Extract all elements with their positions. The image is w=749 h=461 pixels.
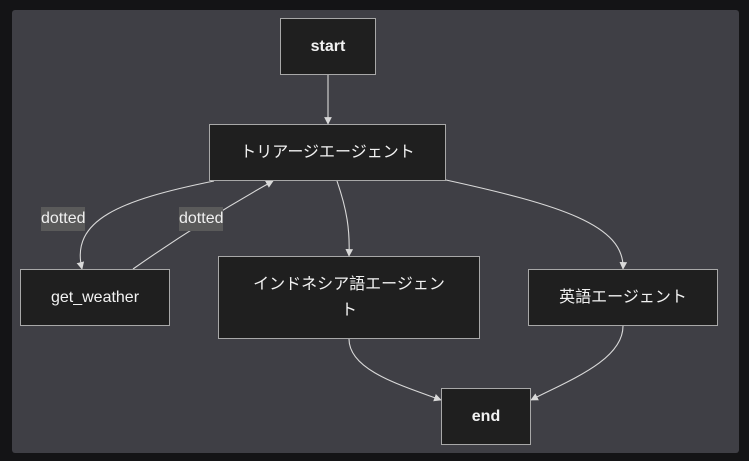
node-get-weather-label: get_weather xyxy=(50,288,140,306)
node-start-label: start xyxy=(310,37,346,55)
node-english-agent-label: 英語エージェント xyxy=(559,288,687,306)
node-triage-agent[interactable]: トリアージエージェント xyxy=(209,124,446,181)
node-indonesian-agent-label: インドネシア語エージェント xyxy=(253,275,445,319)
edge-triage-to-indonesian xyxy=(336,180,354,257)
node-end[interactable]: end xyxy=(441,388,531,445)
edge-indonesian-to-end xyxy=(348,338,442,402)
node-indonesian-agent[interactable]: インドネシア語エージェント xyxy=(218,256,480,339)
edge-english-to-end xyxy=(530,325,624,401)
edge-triage-to-weather xyxy=(76,180,215,270)
node-get-weather[interactable]: get_weather xyxy=(20,269,170,326)
edge-label-weather-to-triage: dotted xyxy=(179,207,224,231)
node-english-agent[interactable]: 英語エージェント xyxy=(528,269,718,326)
node-start[interactable]: start xyxy=(280,18,376,75)
edge-label-triage-to-weather: dotted xyxy=(41,207,86,231)
node-triage-agent-label: トリアージエージェント xyxy=(240,143,415,161)
edge-triage-to-english xyxy=(445,179,628,270)
diagram-canvas xyxy=(12,10,739,453)
node-end-label: end xyxy=(471,407,501,425)
